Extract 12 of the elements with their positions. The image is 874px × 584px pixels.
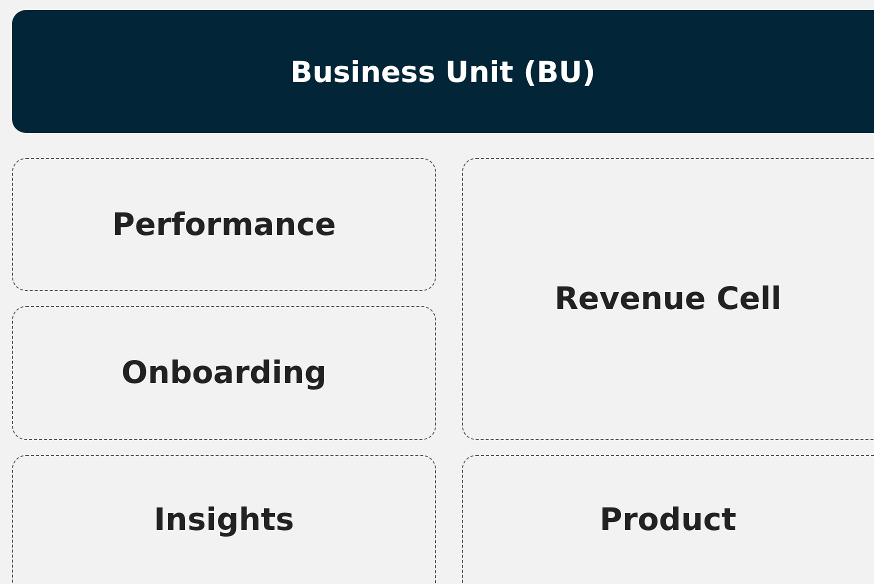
box-label: Onboarding <box>121 355 327 391</box>
dashed-box <box>12 455 436 584</box>
dashed-box <box>12 158 436 291</box>
box-label: Performance <box>112 206 336 242</box>
dashed-box <box>12 306 436 440</box>
box-label: Insights <box>154 502 294 538</box>
header-title: Business Unit (BU) <box>290 54 596 88</box>
box-label: Product <box>600 502 736 538</box>
box-label: Revenue Cell <box>554 281 782 317</box>
dashed-box <box>462 158 874 440</box>
dashed-box <box>462 455 874 584</box>
header-box <box>12 10 874 133</box>
